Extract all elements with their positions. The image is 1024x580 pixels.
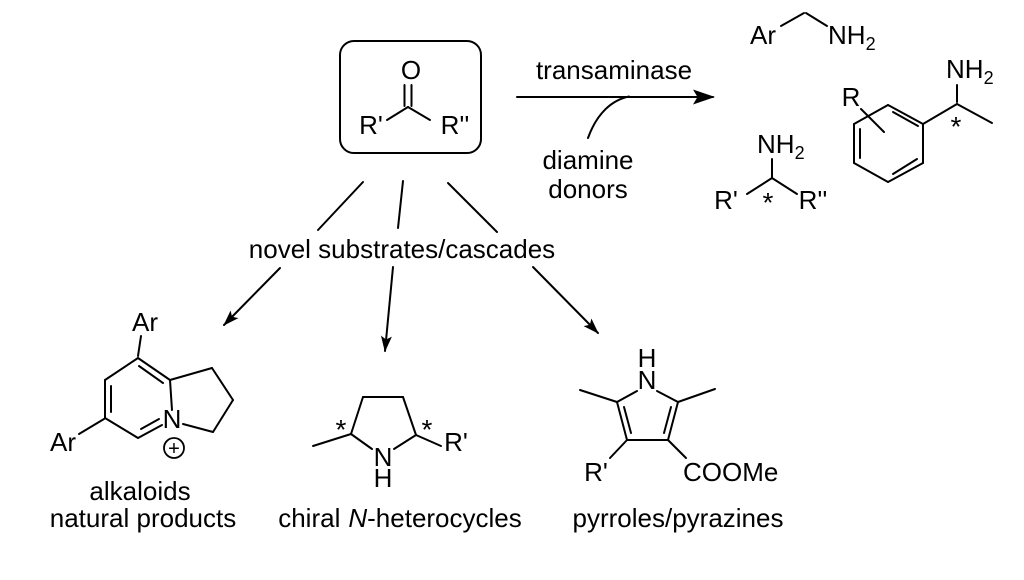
arylethylamine-amine: NH2 [946, 54, 994, 88]
dialkylamine-r-prime: R' [714, 185, 738, 215]
product-dialkyl-amine: NH2 R' * R'' [714, 129, 827, 218]
substrate-frame [339, 40, 482, 154]
donor-label-line1: diamine [542, 145, 633, 175]
alkaloid-caption-line1: alkaloids [89, 476, 190, 506]
pyrrolidine-nitrogen: N [374, 442, 393, 472]
pyrrole-caption: pyrroles/pyrazines [573, 503, 784, 533]
transaminase-reaction: transaminase diamine donors [516, 55, 715, 204]
arrow-to-heterocycles [380, 266, 394, 352]
arrow-to-pyrroles [532, 266, 599, 334]
dialkylamine-r-double-prime: R'' [799, 185, 828, 215]
substrate-r-double-prime: R'' [441, 110, 470, 140]
alkaloid-ar-top: Ar [132, 307, 158, 337]
alkaloid-nitrogen: N [163, 404, 182, 434]
pyrrolidine-r-prime: R' [444, 427, 468, 457]
pyrrole-r-prime: R' [584, 457, 608, 487]
branch-label: novel substrates/cascades [249, 234, 555, 264]
donor-label-line2: donors [548, 174, 628, 204]
charge-circle [163, 437, 185, 459]
alkaloid-structure: Ar Ar N + alkaloids natural products [50, 307, 236, 533]
arylethylamine-stereocenter: * [951, 111, 962, 142]
branch-arrows: novel substrates/cascades [223, 180, 599, 352]
pyrrolidine-nh-hydrogen: H [374, 463, 393, 493]
enzyme-label: transaminase [536, 55, 692, 85]
pyrrolidine-stereo-left: * [336, 414, 347, 445]
substrate-r-prime: R' [359, 110, 383, 140]
alkaloid-positive-charge: + [168, 438, 180, 460]
dialkylamine-stereocenter: * [763, 187, 774, 218]
alkaloid-caption-line2: natural products [50, 503, 236, 533]
variable-position-bond [860, 108, 885, 133]
alkaloid-ar-left: Ar [50, 427, 76, 457]
arrow-to-alkaloids [223, 267, 281, 326]
donor-curve [587, 95, 630, 139]
benzylamine-ar: Ar [750, 20, 776, 50]
substrate-ketone-box: O R' R'' [339, 40, 482, 154]
pyrrole-ester-group: COOMe [683, 457, 778, 487]
pyrrolidine-stereo-right: * [422, 414, 433, 445]
pyrrole-nitrogen: N [638, 365, 657, 395]
arylethylamine-r: R [842, 82, 861, 112]
dialkylamine-amine: NH2 [757, 129, 805, 163]
benzylamine-amine: NH2 [828, 20, 876, 54]
carbonyl-oxygen: O [401, 55, 421, 85]
pyrrole-structure: H N R' COOMe pyrroles/pyrazines [573, 343, 784, 533]
product-benzylamine: Ar NH2 [750, 12, 876, 54]
pyrrole-nh-hydrogen: H [638, 343, 657, 373]
product-arylethylamine: R NH2 * [842, 54, 994, 183]
